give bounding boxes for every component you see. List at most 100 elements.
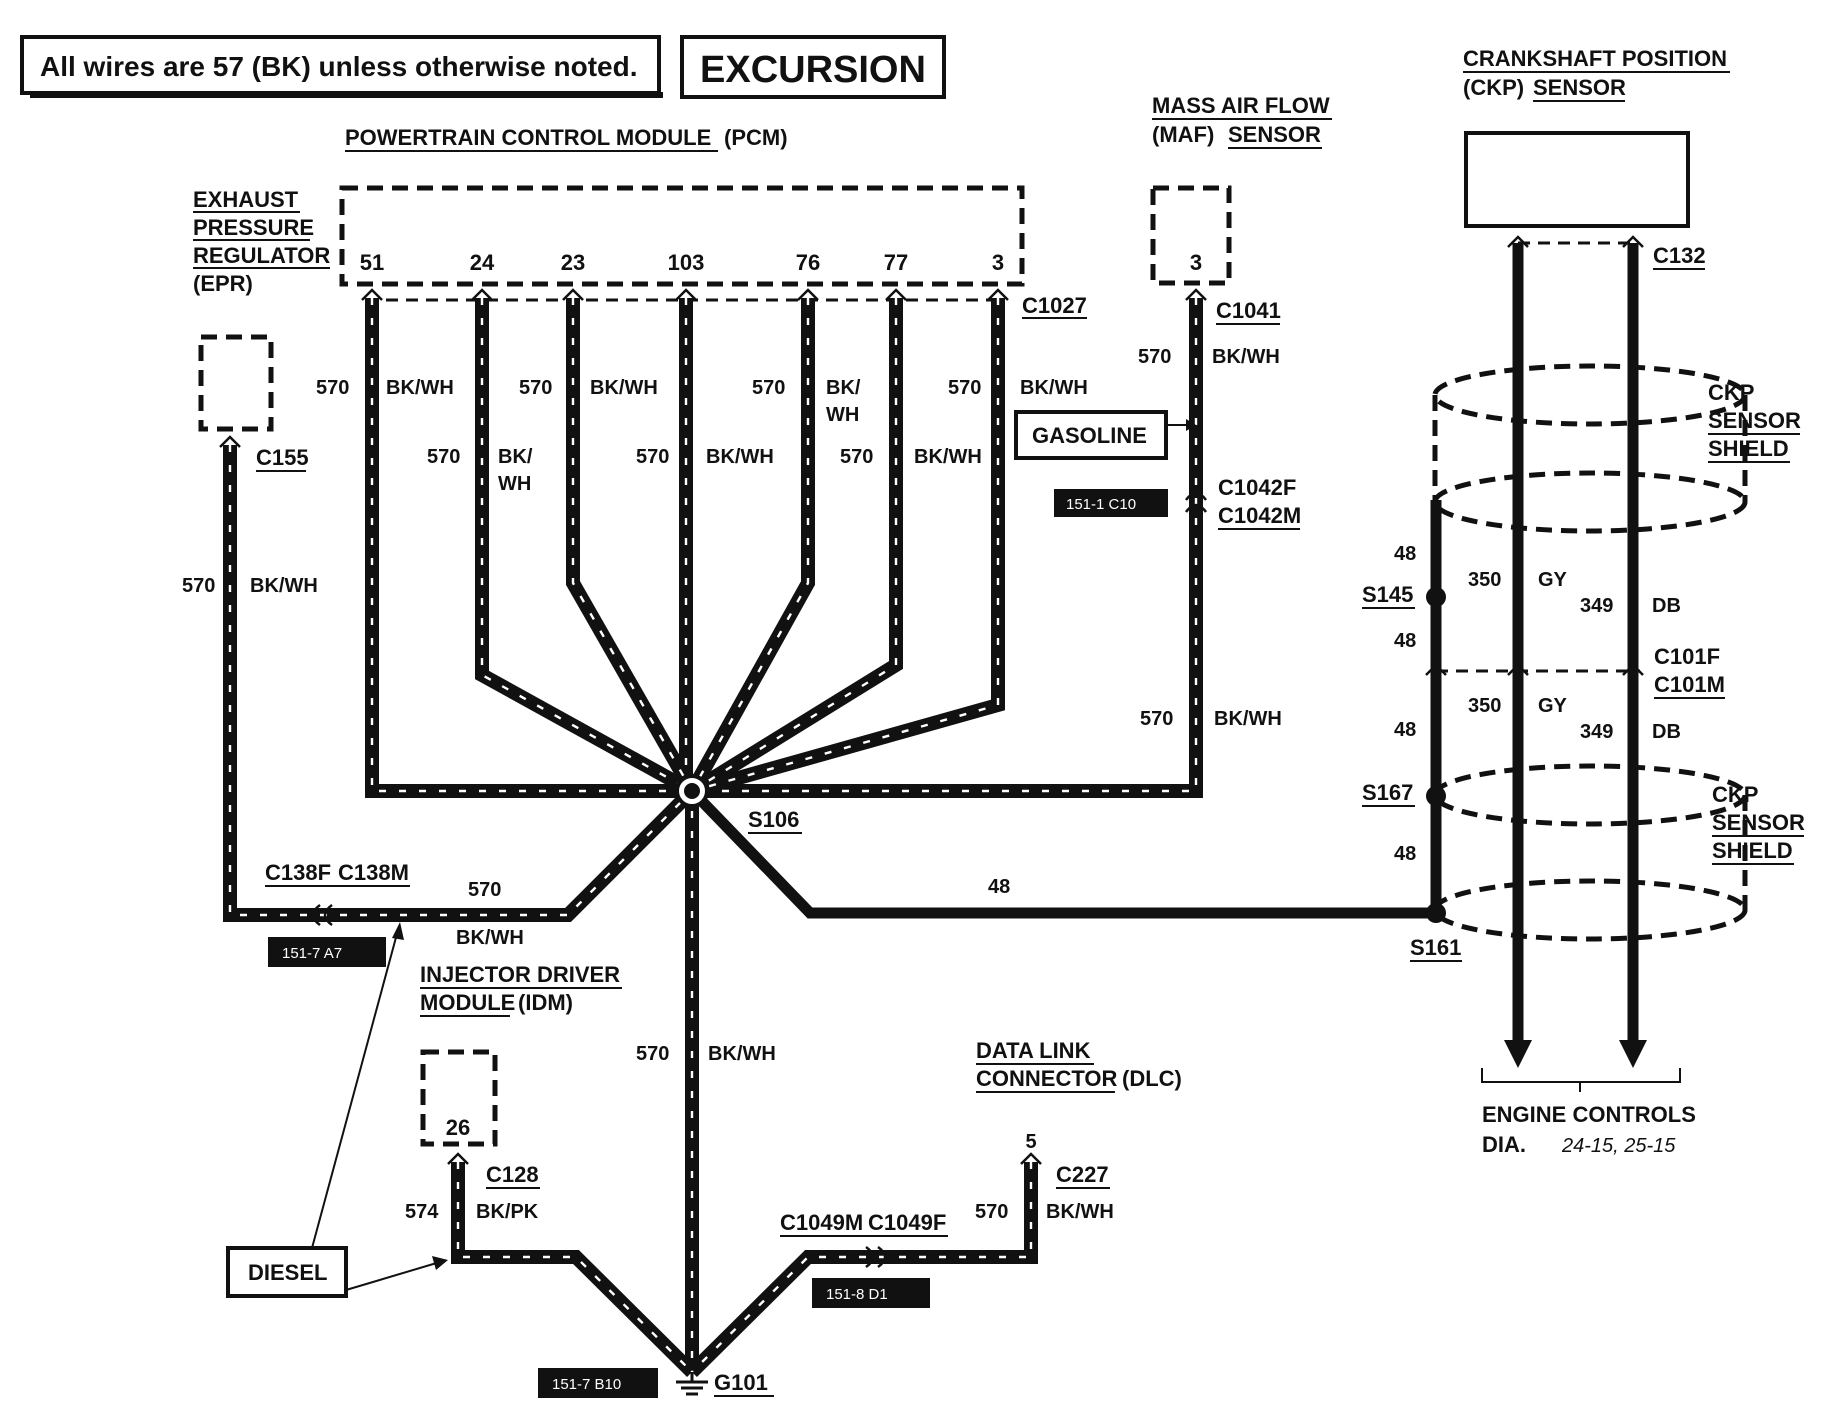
maf-sensor: SENSOR (1228, 122, 1321, 147)
svg-text:BK/WH: BK/WH (386, 377, 454, 399)
splice-s167-node (1426, 786, 1446, 806)
pcm-pin: 103 (668, 250, 705, 275)
idm-module: MODULE (420, 990, 515, 1015)
svg-text:570: 570 (468, 879, 501, 901)
svg-text:DIESEL: DIESEL (248, 1260, 327, 1285)
svg-text:BK/WH: BK/WH (914, 446, 982, 468)
svg-text:151-7 B10: 151-7 B10 (552, 1376, 621, 1393)
pcm-abbrev: (PCM) (724, 125, 788, 150)
connector-c227: C227 (1056, 1162, 1109, 1187)
engine-controls-ref: 24-15, 25-15 (1561, 1135, 1676, 1157)
engine-controls-dia: DIA. (1482, 1132, 1526, 1157)
splice-s161: S161 (1410, 935, 1461, 960)
svg-text:574: 574 (405, 1201, 439, 1223)
svg-text:PRESSURE: PRESSURE (193, 215, 314, 240)
ckp-sensor-box (1464, 131, 1690, 228)
svg-text:DB: DB (1652, 595, 1681, 617)
svg-text:BK/WH: BK/WH (1212, 346, 1280, 368)
ckp-abbrev: (CKP) (1463, 75, 1524, 100)
dlc-connector: CONNECTOR (976, 1066, 1117, 1091)
splice-s106: S106 (748, 807, 799, 832)
splice-s106-node (675, 774, 709, 808)
pcm-pin: 24 (470, 250, 495, 275)
wire-labels: 570 BK/WH 570 BK/ WH 570 BK/WH 570 BK/WH… (182, 346, 1681, 1223)
splice-s161-node (1426, 903, 1446, 923)
svg-text:570: 570 (636, 446, 669, 468)
svg-text:BK/WH: BK/WH (1046, 1201, 1114, 1223)
svg-text:BK/WH: BK/WH (1020, 377, 1088, 399)
connector-c1049m: C1049M (780, 1210, 863, 1235)
svg-text:CKP: CKP (1708, 380, 1754, 405)
svg-text:570: 570 (1138, 346, 1171, 368)
ckp-title: CRANKSHAFT POSITION (1463, 46, 1727, 71)
pcm-module (339, 185, 1025, 287)
svg-text:350: 350 (1468, 569, 1501, 591)
svg-text:BK/WH: BK/WH (250, 575, 318, 597)
idm-module-box (420, 1049, 498, 1147)
engine-controls-title: ENGINE CONTROLS (1482, 1102, 1696, 1127)
svg-text:WH: WH (826, 404, 859, 426)
idm-abbrev: (IDM) (518, 990, 573, 1015)
svg-text:570: 570 (975, 1201, 1008, 1223)
connector-c1042m: C1042M (1218, 503, 1301, 528)
svg-text:151-7 A7: 151-7 A7 (282, 945, 342, 962)
epr-label: EXHAUST PRESSURE REGULATOR (EPR) (193, 187, 330, 296)
idm-pin: 26 (446, 1115, 470, 1140)
svg-text:48: 48 (1394, 843, 1416, 865)
wire-note-box: All wires are 57 (BK) unless otherwise n… (20, 35, 663, 98)
dlc-pin: 5 (1025, 1131, 1036, 1153)
ckp-shield-lower (1432, 763, 1748, 942)
connector-c101m: C101M (1654, 672, 1725, 697)
gasoline-callout: GASOLINE (1014, 410, 1196, 460)
svg-text:WH: WH (498, 473, 531, 495)
svg-text:570: 570 (752, 377, 785, 399)
connector-c128: C128 (486, 1162, 539, 1187)
svg-text:48: 48 (988, 876, 1010, 898)
ckp-shield-upper-label: CKP SENSOR SHIELD (1708, 380, 1801, 463)
connector-c132: C132 (1653, 243, 1706, 268)
pcm-pin: 77 (884, 250, 908, 275)
connector-c1027: C1027 (1022, 293, 1087, 318)
svg-text:SENSOR: SENSOR (1712, 810, 1805, 835)
svg-text:BK/: BK/ (498, 446, 533, 468)
splice-s167: S167 (1362, 780, 1413, 805)
svg-text:350: 350 (1468, 695, 1501, 717)
svg-text:SHIELD: SHIELD (1712, 838, 1793, 863)
location-tag-c1042: 151-1 C10 (1054, 489, 1168, 517)
connector-c138f: C138F (265, 860, 331, 885)
ckp-shield-lower-label: CKP SENSOR SHIELD (1712, 782, 1805, 865)
diesel-callout: DIESEL (226, 922, 448, 1298)
wire-note-text: All wires are 57 (BK) unless otherwise n… (40, 51, 638, 82)
svg-text:GASOLINE: GASOLINE (1032, 423, 1147, 448)
svg-text:BK/WH: BK/WH (1214, 708, 1282, 730)
svg-text:(EPR): (EPR) (193, 271, 253, 296)
location-tag-c138: 151-7 A7 (268, 937, 386, 967)
maf-sensor-box (1150, 185, 1232, 286)
maf-title: MASS AIR FLOW (1152, 93, 1330, 118)
svg-text:570: 570 (840, 446, 873, 468)
dlc-title: DATA LINK (976, 1038, 1091, 1063)
svg-text:BK/WH: BK/WH (708, 1043, 776, 1065)
connector-c101f: C101F (1654, 644, 1720, 669)
connector-symbols (219, 235, 1644, 1269)
svg-text:151-8 D1: 151-8 D1 (826, 1286, 888, 1303)
svg-text:BK/: BK/ (826, 377, 861, 399)
svg-text:570: 570 (316, 377, 349, 399)
idm-title: INJECTOR DRIVER (420, 962, 620, 987)
connector-c138m: C138M (338, 860, 409, 885)
pcm-pins: 51 24 23 103 76 77 3 (360, 250, 1004, 275)
harness-wires (223, 298, 1203, 1377)
dlc-abbrev: (DLC) (1122, 1066, 1182, 1091)
svg-text:570: 570 (1140, 708, 1173, 730)
model-title: EXCURSION (700, 49, 926, 91)
connector-c155: C155 (256, 445, 309, 470)
connector-c1049f: C1049F (868, 1210, 946, 1235)
svg-text:48: 48 (1394, 630, 1416, 652)
maf-abbrev: (MAF) (1152, 122, 1214, 147)
svg-text:151-1 C10: 151-1 C10 (1066, 496, 1136, 513)
pcm-title: POWERTRAIN CONTROL MODULE (345, 125, 711, 150)
svg-text:GY: GY (1538, 695, 1568, 717)
svg-text:349: 349 (1580, 595, 1613, 617)
svg-text:BK/PK: BK/PK (476, 1201, 539, 1223)
